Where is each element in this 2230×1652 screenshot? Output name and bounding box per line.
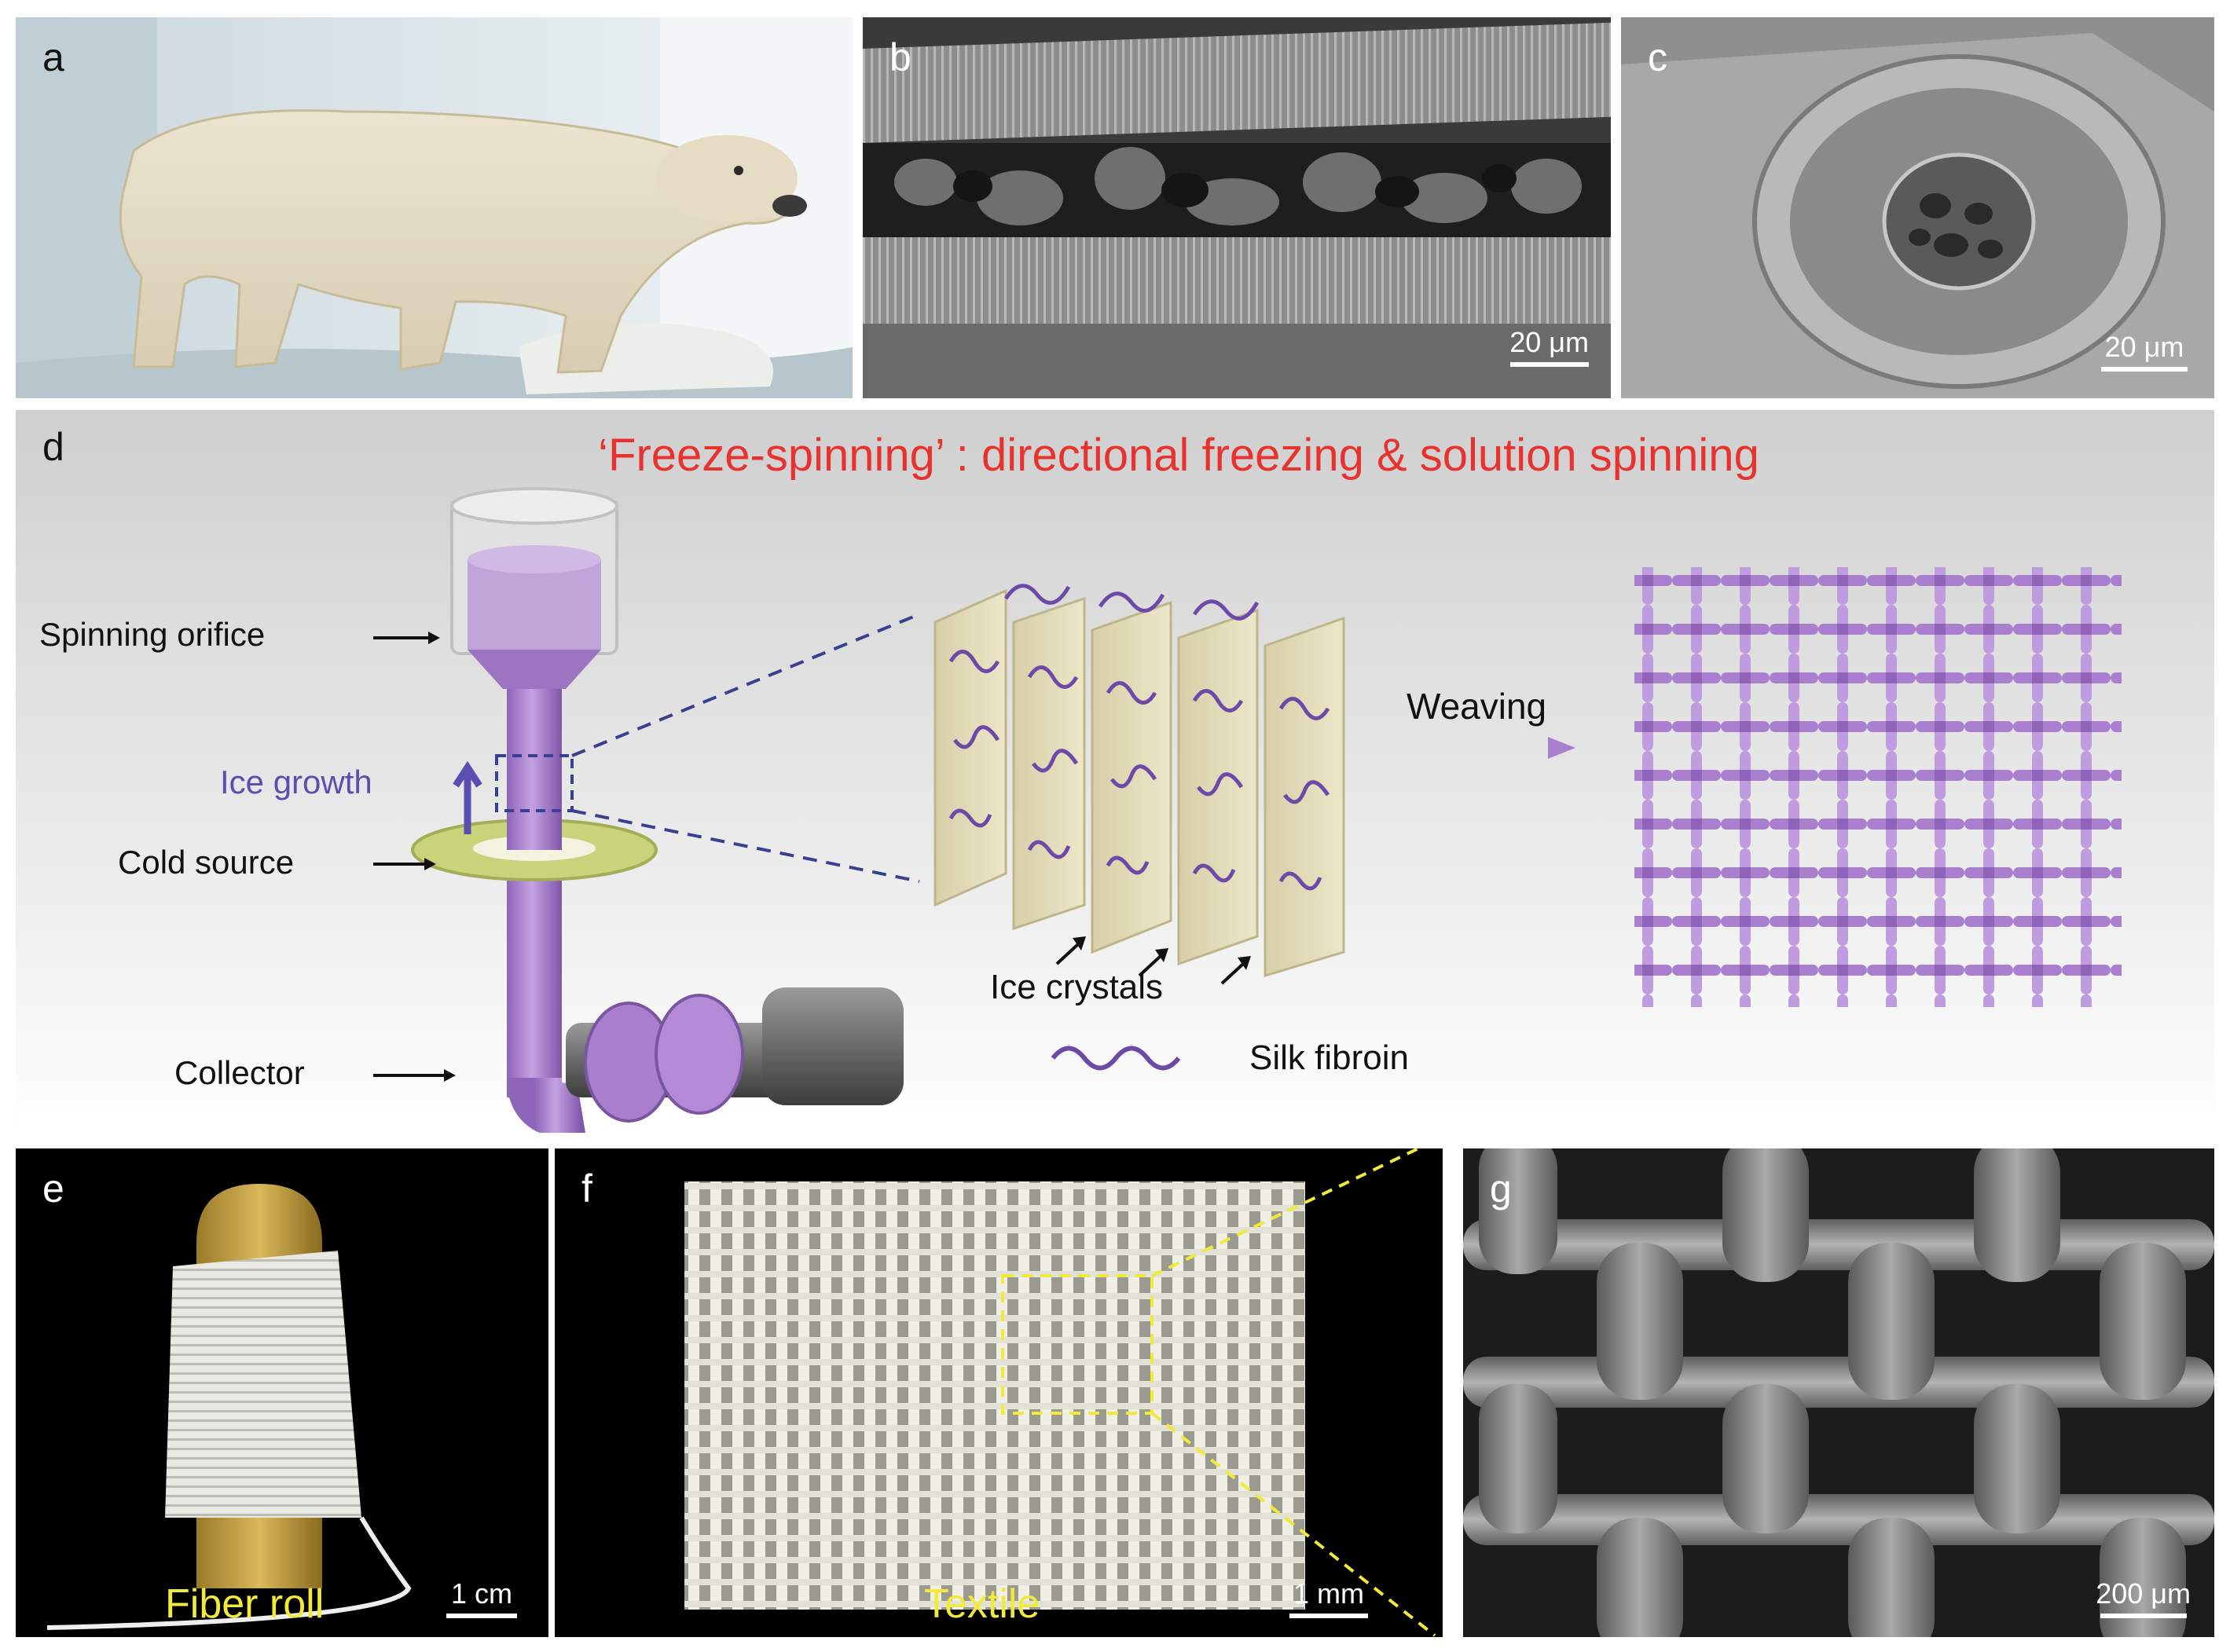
panel-g: g 200 μm	[1463, 1148, 2214, 1637]
warp-yarns	[1479, 1148, 2186, 1637]
panel-f: f Textile 1 mm	[555, 1148, 1443, 1637]
weft-yarns	[1463, 1219, 2214, 1545]
zoom-box	[1001, 1274, 1154, 1415]
fiber-wrap	[165, 1251, 361, 1518]
label-silk-fibroin: Silk fibroin	[1249, 1038, 1409, 1077]
textile-photo	[684, 1148, 1436, 1637]
panel-b-scalebar: 20 μm	[1509, 326, 1589, 367]
panel-b-scale-line	[1509, 362, 1589, 367]
woven-textile-schematic	[1634, 567, 2122, 1007]
panel-g-label: g	[1490, 1167, 1512, 1211]
polar-bear-photo	[16, 17, 853, 398]
panel-c: c 20 μm	[1621, 17, 2214, 398]
textile-sample	[684, 1181, 1305, 1610]
label-cold-source: Cold source	[118, 844, 295, 881]
panel-c-scalebar: 20 μm	[2101, 331, 2188, 372]
panel-d-title: ‘Freeze-spinning’ : directional freezing…	[598, 430, 1759, 481]
panel-f-scale-text: 1 mm	[1293, 1577, 1364, 1610]
panel-d: d ‘Freeze-spinning’ : directional freezi…	[16, 410, 2214, 1133]
panel-b: b 20 μm	[863, 17, 1611, 398]
label-weaving: Weaving	[1407, 686, 1547, 727]
panel-e-scale-text: 1 cm	[450, 1577, 512, 1610]
panel-g-scale-line	[2100, 1614, 2187, 1618]
sem-textile-weave	[1463, 1148, 2214, 1637]
fiber-tube	[507, 689, 562, 1097]
panel-e-caption: Fiber roll	[165, 1581, 325, 1627]
ice-crystal-plates	[933, 588, 1345, 978]
panel-d-label: d	[42, 425, 64, 469]
syringe-solution	[468, 559, 601, 650]
panel-b-scale-text: 20 μm	[1509, 326, 1589, 358]
panel-c-scale-text: 20 μm	[2104, 331, 2184, 363]
panel-f-label: f	[581, 1167, 592, 1211]
panel-e: e Fiber roll 1 cm	[16, 1148, 548, 1637]
panel-e-scalebar: 1 cm	[446, 1577, 517, 1618]
panel-e-scale-line	[446, 1614, 517, 1618]
panel-c-label: c	[1648, 35, 1667, 79]
ice-growth-arrow	[453, 760, 482, 834]
panel-g-scalebar: 200 μm	[2096, 1577, 2191, 1618]
fiber-roll-photo	[46, 1184, 412, 1630]
panel-b-label: b	[889, 35, 911, 79]
panel-c-scale-line	[2101, 367, 2188, 372]
label-ice-growth: Ice growth	[220, 764, 372, 800]
silk-fibroin-chains	[948, 584, 1330, 891]
collector-spool-2	[655, 994, 744, 1115]
panel-a: a	[16, 17, 853, 398]
label-collector: Collector	[174, 1054, 305, 1091]
spinning-orifice	[468, 650, 601, 689]
silk-fibroin-legend-wave	[1051, 1046, 1181, 1071]
freeze-spinning-schematic	[373, 487, 2122, 1133]
panel-g-scale-text: 200 μm	[2096, 1577, 2191, 1610]
sem-fiber-cross-section	[1621, 17, 2214, 398]
label-spinning-orifice: Spinning orifice	[39, 616, 266, 653]
syringe-rim	[450, 487, 618, 525]
ice-growth-box	[495, 754, 574, 812]
panel-e-label: e	[42, 1167, 64, 1211]
sem-fiber-longitudinal	[863, 17, 1611, 398]
panel-f-scale-line	[1289, 1614, 1368, 1618]
panel-a-label: a	[42, 35, 64, 79]
label-ice-crystals: Ice crystals	[990, 968, 1164, 1006]
panel-f-caption: Textile	[924, 1581, 1040, 1627]
collector-motor	[762, 987, 904, 1105]
panel-f-scalebar: 1 mm	[1289, 1577, 1368, 1618]
